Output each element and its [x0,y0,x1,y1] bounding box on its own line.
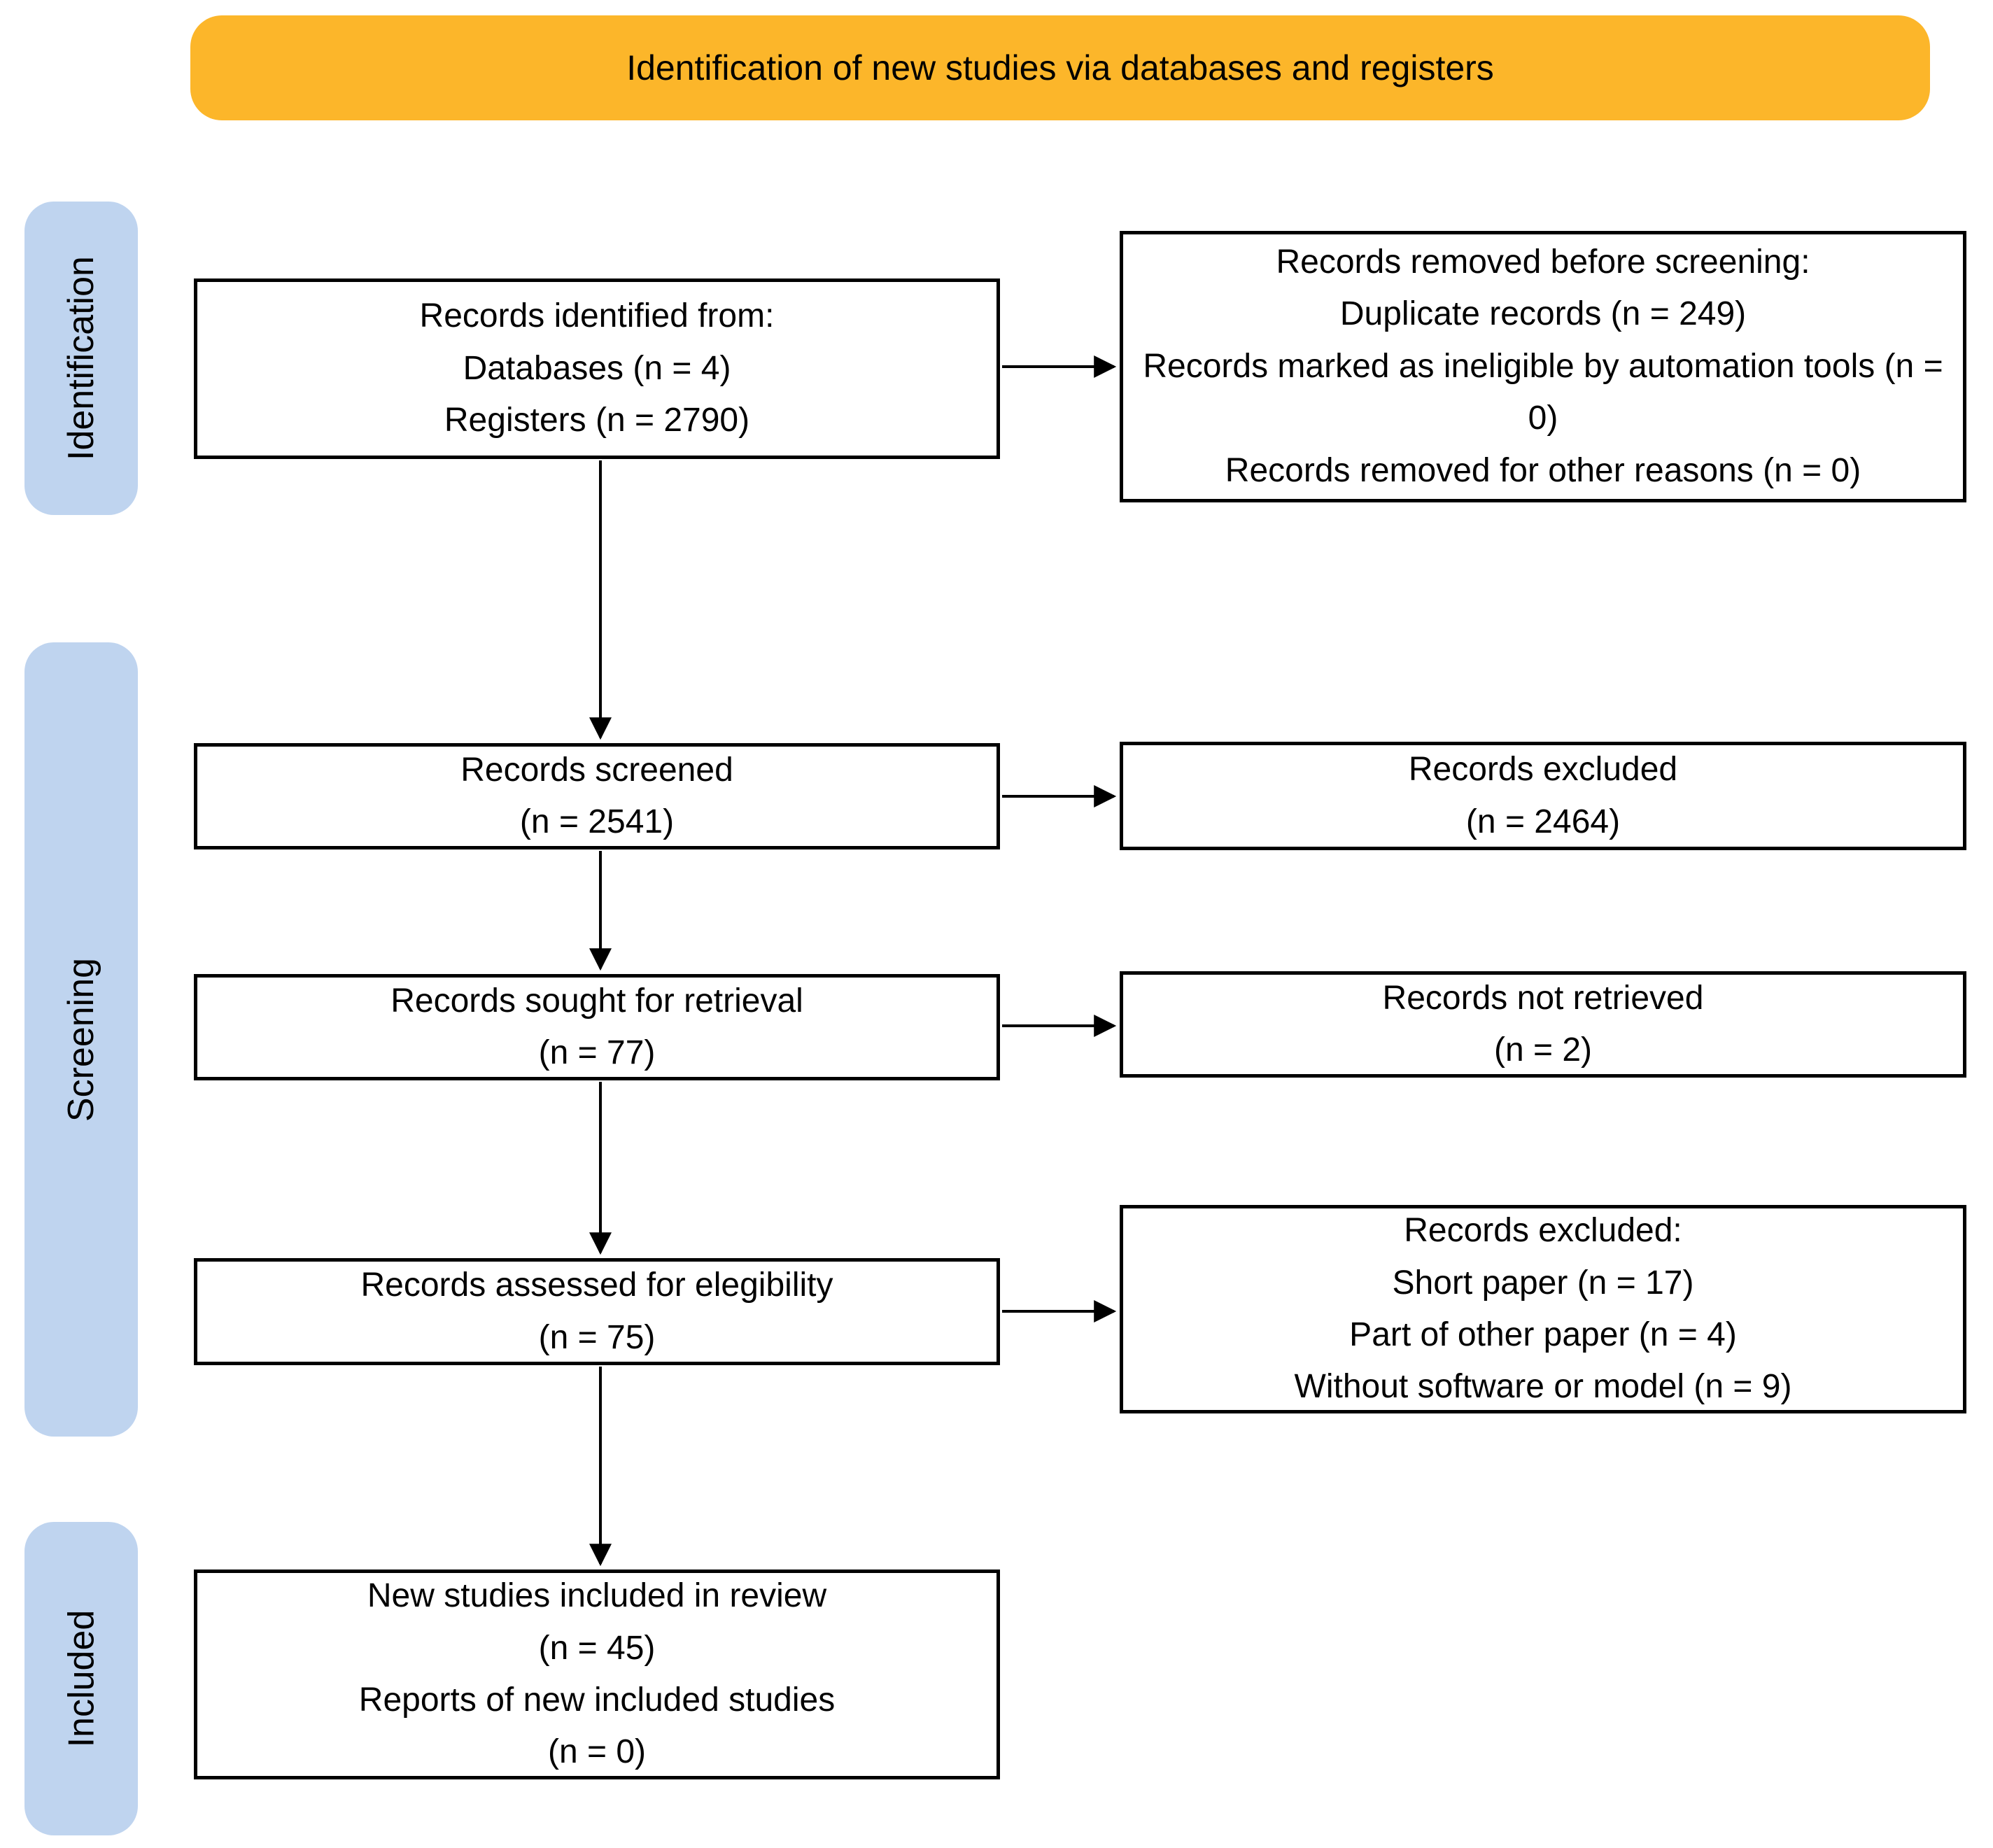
box-line: Records excluded [1408,751,1678,789]
box-line: New studies included in review [367,1577,827,1615]
box-line: Short paper (n = 17) [1392,1264,1694,1302]
box-line: Records removed for other reasons (n = 0… [1225,451,1861,489]
box-line: (n = 75) [538,1318,656,1356]
banner: Identification of new studies via databa… [190,15,1930,120]
box-line: Registers (n = 2790) [444,402,750,439]
box-line: Records assessed for elegibility [360,1267,833,1304]
box-line: (n = 77) [538,1034,656,1071]
box-line: Records not retrieved [1382,979,1704,1017]
box-line: (n = 2) [1493,1031,1593,1068]
box-line: (n = 45) [538,1629,656,1667]
box-line: (n = 0) [547,1733,647,1771]
box-line: Databases (n = 4) [463,349,731,387]
stage-label-identification-text: Identification [61,256,101,460]
box-line: (n = 2464) [1465,803,1621,840]
box-line: Duplicate records (n = 249) [1339,295,1747,333]
box-records-sought-for-retrieval: Records sought for retrieval (n = 77) [194,974,1000,1080]
box-line: Records screened [460,751,733,789]
banner-title: Identification of new studies via databa… [626,48,1494,87]
stage-label-screening: Screening [24,642,138,1437]
box-records-identified: Records identified from: Databases (n = … [194,278,1000,459]
box-line: Records excluded: [1404,1212,1682,1250]
box-line: Records identified from: [419,297,775,335]
box-line: Records marked as ineligible by automati… [1143,347,1943,437]
box-records-excluded-screening: Records excluded (n = 2464) [1120,742,1966,850]
box-records-removed-before-screening: Records removed before screening: Duplic… [1120,231,1966,502]
stage-label-identification: Identification [24,202,138,515]
box-records-assessed-for-eligibility: Records assessed for elegibility (n = 75… [194,1258,1000,1365]
box-line: Part of other paper (n = 4) [1349,1316,1737,1353]
stage-label-included: Included [24,1522,138,1835]
box-records-not-retrieved: Records not retrieved (n = 2) [1120,971,1966,1078]
box-records-screened: Records screened (n = 2541) [194,743,1000,849]
box-new-studies-included: New studies included in review (n = 45) … [194,1570,1000,1779]
box-line: Without software or model (n = 9) [1294,1368,1792,1406]
stage-label-included-text: Included [61,1609,102,1748]
stage-label-screening-text: Screening [61,957,101,1122]
box-line: Reports of new included studies [358,1681,836,1719]
box-records-excluded-assessment: Records excluded: Short paper (n = 17) P… [1120,1205,1966,1413]
box-line: Records sought for retrieval [390,982,803,1020]
box-line: Records removed before screening: [1276,244,1810,281]
box-line: (n = 2541) [519,803,675,840]
